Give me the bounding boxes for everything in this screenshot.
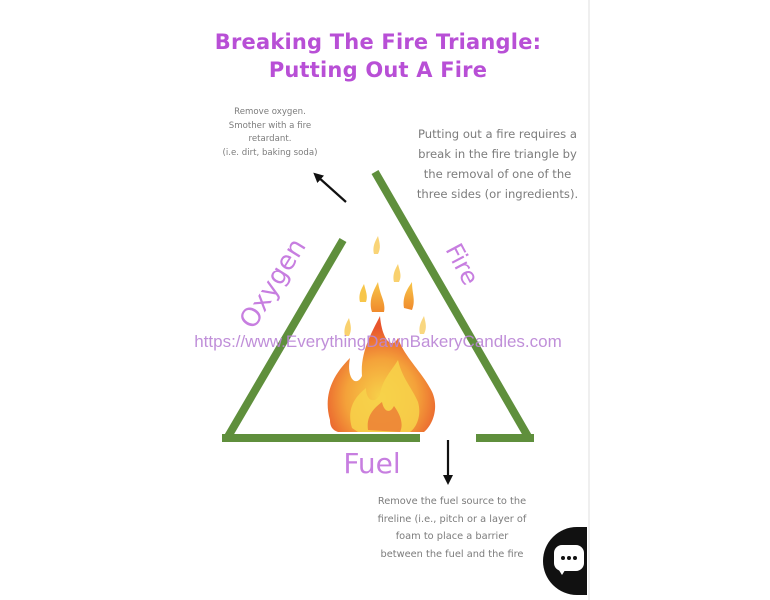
side-label-fuel: Fuel	[343, 447, 400, 480]
note-remove-fuel: Remove the fuel source to the fireline (…	[377, 496, 527, 560]
watermark-url: https://www.EverythingDawnBakeryCandles.…	[194, 332, 562, 351]
page-title-line-2: Putting Out A Fire	[268, 58, 488, 82]
chat-dot	[561, 556, 565, 560]
arrow-up-left-icon	[313, 172, 347, 203]
triangle-sides	[222, 169, 534, 443]
note-remove-oxygen: Remove oxygen. Smother with a fire retar…	[222, 107, 318, 158]
chat-dot	[573, 556, 577, 560]
side-label-fire: Fire	[440, 239, 485, 290]
note-break-triangle: Putting out a fire requires a break in t…	[416, 127, 579, 201]
flame-icon	[327, 236, 436, 432]
chat-dot	[567, 556, 571, 560]
chat-bubble-tail	[557, 567, 567, 575]
triangle-side-oxygen	[222, 237, 347, 443]
triangle-side-fire	[371, 169, 534, 443]
card-edge	[588, 0, 590, 600]
page-title-line-1: Breaking The Fire Triangle:	[214, 30, 542, 54]
